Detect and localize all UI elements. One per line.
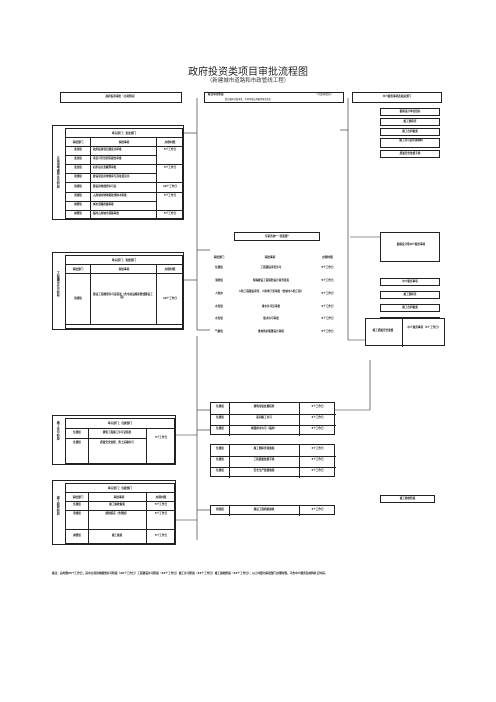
acceptance-marker: 竣工验收阶段 [380, 495, 435, 503]
right-box-1: 勘察设计等中介服务事项 [380, 232, 440, 262]
stage1-panel: 立项用地规划许可阶段 牵头部门：发改部门 审批部门 审批事项 办理时限 发改局 … [52, 125, 184, 220]
page-subtitle: （新建城市道路和市政管线工程） [206, 78, 290, 84]
right-box-3: 施工图审查 [380, 291, 440, 299]
parallel-table: 审批部门 审批事项 办理时限 住建局 工程建设审查许可 5个工作日 消防局 特殊… [210, 252, 345, 340]
stage2-panel: 工程建设许可阶段 牵头部门：资规部门 审批部门 审批事项 办理时限 资规局 建设… [52, 252, 184, 330]
stage2-table: 牵头部门：资规部门 审批部门 审批事项 办理时限 资规局 建设工程规划许可证核发… [65, 255, 184, 329]
stage4-table: 牵头部门：住建部门 审批部门 审批事项 办理时限 住建局 竣工验收备案 5个工作… [65, 483, 176, 545]
footnote: 备注：总时限65个工作日，其中立项用地规划许可阶段（20个工作日）工程建设许可阶… [52, 571, 328, 575]
right-box-2: 中介服务事项 [380, 278, 440, 286]
stage4-panel: 竣工验收阶段 牵头部门：住建部门 审批部门 审批事项 办理时限 住建局 竣工验收… [52, 480, 176, 545]
stage3-panel: 施工许可阶段 牵头部门：住建部门 住建局 建筑工程施工许可证核发 住建局 质量安… [52, 415, 176, 465]
stage4-side-row: 档案馆 建设工程档案验收 3个工作日 [210, 505, 335, 516]
expert-consult-box: 专家咨询“一张蓝图” [234, 232, 320, 241]
support-list: 勘察设计单位招标 施工图审查 施工合同备案 施工许可证申请材料 质量安全监督手续 [380, 108, 440, 158]
stage3-table: 牵头部门：住建部门 住建局 建筑工程施工许可证核发 住建局 质量安全监督、渣土运… [65, 418, 176, 465]
stage-planning-header: 政府投资审批（立项阶段） [60, 92, 182, 103]
stage-approval-header: 联合审查阶段 （行政审批局） 联合图审并联审查，不再单独出具图纸审查意见 [204, 92, 344, 103]
stage3-side-table-1: 住建局 建筑垃圾处置核准 3个工作日 住建局 夜间施工许可 3个工作日 住建局 … [210, 402, 336, 436]
stage3-side-table-2: 住建局 施工图审查和备案 3个工作日 住建局 工程质量监督手续 3个工作日 住建… [210, 444, 336, 478]
page-title: 政府投资类项目审批流程图 [188, 67, 308, 78]
stage1-table: 牵头部门：发改部门 审批部门 审批事项 办理时限 发改局 政府投资项目建议书审批… [65, 128, 184, 220]
stage-support-header: 中介服务事项及相关部门 [352, 92, 442, 103]
stage3-right-box: 施工质量安全监督 中介服务事项（3个工作日） [365, 318, 445, 347]
right-box-4: 施工合同备案 [380, 304, 440, 312]
